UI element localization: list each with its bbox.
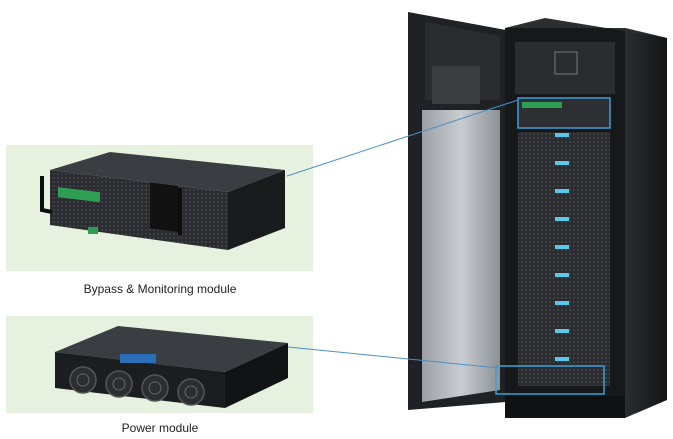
bypass-callout-line [286, 99, 519, 177]
power-module-caption: Power module [121, 421, 199, 435]
ups-cabinet-image [408, 12, 667, 418]
power-module-fans [69, 366, 205, 406]
bypass-module-image [40, 152, 285, 250]
power-module-image [55, 326, 288, 408]
bypass-module-caption: Bypass & Monitoring module [83, 282, 237, 296]
power-callout-line [287, 346, 499, 369]
cabinet-module-rack [518, 132, 610, 386]
